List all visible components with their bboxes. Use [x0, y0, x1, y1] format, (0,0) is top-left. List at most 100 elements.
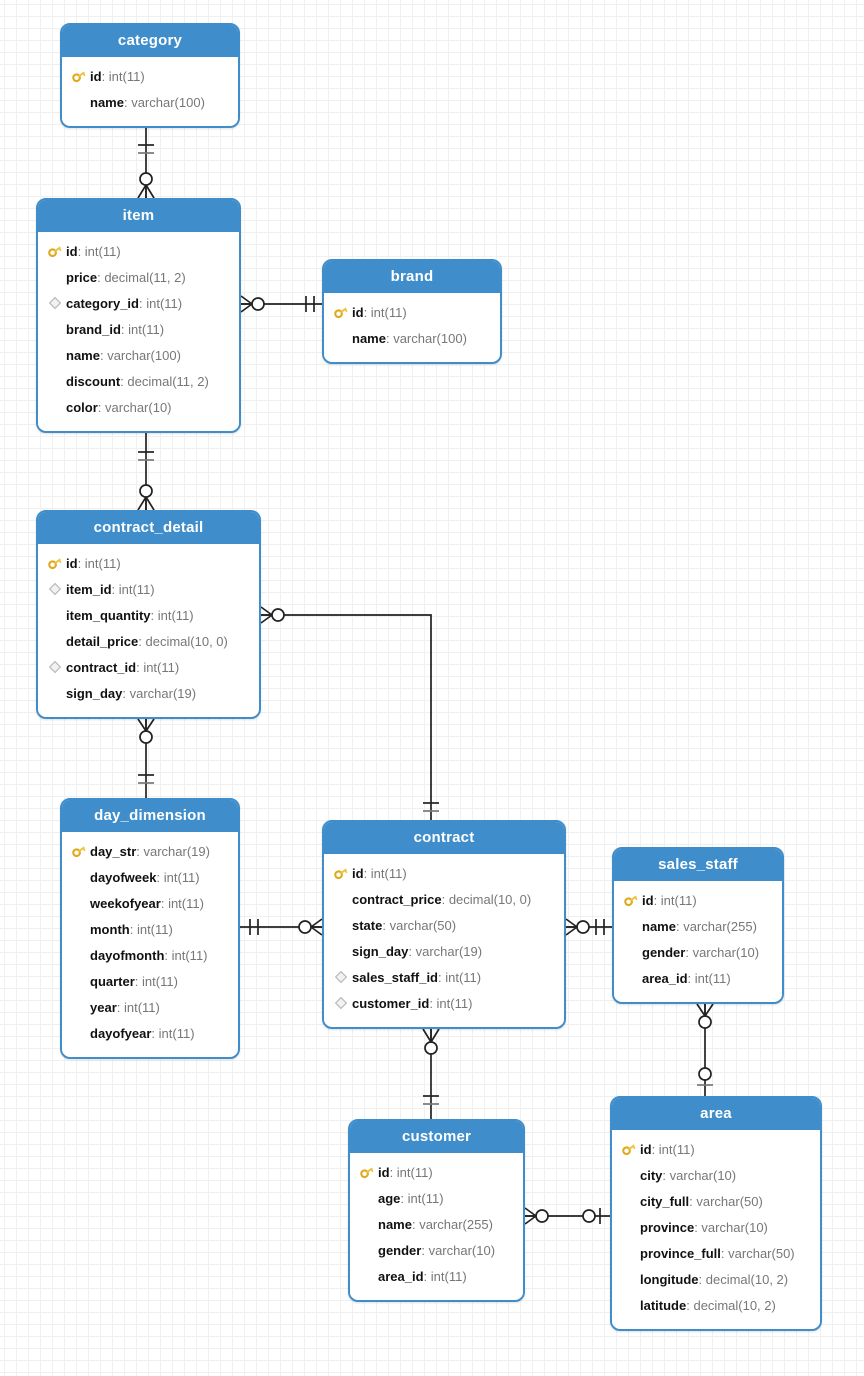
field-row[interactable]: year: int(11)	[62, 994, 238, 1020]
field-row[interactable]: contract_id: int(11)	[38, 654, 259, 680]
connector-contract-customer	[422, 1028, 440, 1119]
field-row[interactable]: sign_day: varchar(19)	[38, 680, 259, 706]
field-row[interactable]: item_id: int(11)	[38, 576, 259, 602]
field-label: province: varchar(10)	[640, 1219, 768, 1235]
primary-key-icon	[68, 842, 90, 860]
field-icon-placeholder	[330, 942, 352, 960]
field-icon-placeholder	[68, 868, 90, 886]
field-row[interactable]: name: varchar(255)	[350, 1211, 523, 1237]
field-name: id	[66, 555, 78, 571]
field-icon-placeholder	[618, 1296, 640, 1314]
entity-title-item: item	[38, 200, 239, 232]
field-row[interactable]: dayofyear: int(11)	[62, 1020, 238, 1046]
field-row[interactable]: item_quantity: int(11)	[38, 602, 259, 628]
field-type: int(11)	[123, 999, 160, 1015]
field-name: id	[642, 892, 654, 908]
field-row[interactable]: dayofmonth: int(11)	[62, 942, 238, 968]
field-type: varchar(50)	[728, 1245, 795, 1261]
field-row[interactable]: discount: decimal(11, 2)	[38, 368, 239, 394]
field-label: name: varchar(255)	[642, 918, 757, 934]
field-label: name: varchar(255)	[378, 1216, 493, 1232]
field-row[interactable]: color: varchar(10)	[38, 394, 239, 420]
field-row[interactable]: sign_day: varchar(19)	[324, 938, 564, 964]
field-row[interactable]: name: varchar(255)	[614, 913, 782, 939]
field-row[interactable]: longitude: decimal(10, 2)	[612, 1266, 820, 1292]
field-icon-placeholder	[356, 1241, 378, 1259]
field-icon-placeholder	[44, 606, 66, 624]
field-row[interactable]: province_full: varchar(50)	[612, 1240, 820, 1266]
field-name: age	[378, 1190, 401, 1206]
field-row[interactable]: id: int(11)	[324, 860, 564, 886]
entity-fields-contract_detail: id: int(11)item_id: int(11)item_quantity…	[38, 544, 259, 714]
field-type: decimal(10, 2)	[705, 1271, 789, 1287]
field-type: varchar(19)	[415, 943, 483, 959]
field-label: age: int(11)	[378, 1190, 444, 1206]
field-row[interactable]: price: decimal(11, 2)	[38, 264, 239, 290]
field-row[interactable]: gender: varchar(10)	[614, 939, 782, 965]
field-name: longitude	[640, 1271, 699, 1287]
entity-table-customer[interactable]: customer id: int(11) age: int(11) name: var…	[348, 1119, 525, 1302]
field-type: varchar(19)	[129, 685, 197, 701]
field-row[interactable]: category_id: int(11)	[38, 290, 239, 316]
field-name: city_full	[640, 1193, 690, 1209]
field-label: longitude: decimal(10, 2)	[640, 1271, 789, 1287]
entity-title-area: area	[612, 1098, 820, 1130]
field-row[interactable]: name: varchar(100)	[38, 342, 239, 368]
field-label: name: varchar(100)	[66, 347, 181, 363]
field-icon-placeholder	[618, 1192, 640, 1210]
field-row[interactable]: detail_price: decimal(10, 0)	[38, 628, 259, 654]
entity-title-customer: customer	[350, 1121, 523, 1153]
field-row[interactable]: customer_id: int(11)	[324, 990, 564, 1016]
field-row[interactable]: id: int(11)	[350, 1159, 523, 1185]
field-row[interactable]: month: int(11)	[62, 916, 238, 942]
field-row[interactable]: id: int(11)	[38, 238, 239, 264]
field-row[interactable]: city_full: varchar(50)	[612, 1188, 820, 1214]
field-label: quarter: int(11)	[90, 973, 178, 989]
field-row[interactable]: area_id: int(11)	[614, 965, 782, 991]
field-row[interactable]: contract_price: decimal(10, 0)	[324, 886, 564, 912]
field-name: state	[352, 917, 383, 933]
field-icon-placeholder	[330, 890, 352, 908]
primary-key-icon	[44, 242, 66, 260]
connector-item-brand	[240, 295, 322, 313]
field-row[interactable]: day_str: varchar(19)	[62, 838, 238, 864]
field-row[interactable]: area_id: int(11)	[350, 1263, 523, 1289]
field-name: category_id	[66, 295, 139, 311]
field-row[interactable]: sales_staff_id: int(11)	[324, 964, 564, 990]
field-row[interactable]: gender: varchar(10)	[350, 1237, 523, 1263]
field-name: id	[352, 304, 364, 320]
field-row[interactable]: name: varchar(100)	[62, 89, 238, 115]
field-row[interactable]: name: varchar(100)	[324, 325, 500, 351]
field-row[interactable]: weekofyear: int(11)	[62, 890, 238, 916]
field-row[interactable]: latitude: decimal(10, 2)	[612, 1292, 820, 1318]
field-row[interactable]: city: varchar(10)	[612, 1162, 820, 1188]
field-label: id: int(11)	[90, 68, 145, 84]
field-row[interactable]: id: int(11)	[612, 1136, 820, 1162]
field-name: latitude	[640, 1297, 687, 1313]
field-label: dayofyear: int(11)	[90, 1025, 195, 1041]
field-row[interactable]: id: int(11)	[614, 887, 782, 913]
field-row[interactable]: age: int(11)	[350, 1185, 523, 1211]
field-row[interactable]: quarter: int(11)	[62, 968, 238, 994]
field-row[interactable]: id: int(11)	[62, 63, 238, 89]
field-label: latitude: decimal(10, 2)	[640, 1297, 776, 1313]
field-row[interactable]: state: varchar(50)	[324, 912, 564, 938]
field-row[interactable]: id: int(11)	[38, 550, 259, 576]
field-row[interactable]: brand_id: int(11)	[38, 316, 239, 342]
field-row[interactable]: dayofweek: int(11)	[62, 864, 238, 890]
field-row[interactable]: id: int(11)	[324, 299, 500, 325]
field-row[interactable]: province: varchar(10)	[612, 1214, 820, 1240]
field-type: decimal(11, 2)	[127, 373, 209, 389]
field-icon-placeholder	[356, 1267, 378, 1285]
field-icon-placeholder	[44, 268, 66, 286]
field-label: id: int(11)	[352, 865, 407, 881]
